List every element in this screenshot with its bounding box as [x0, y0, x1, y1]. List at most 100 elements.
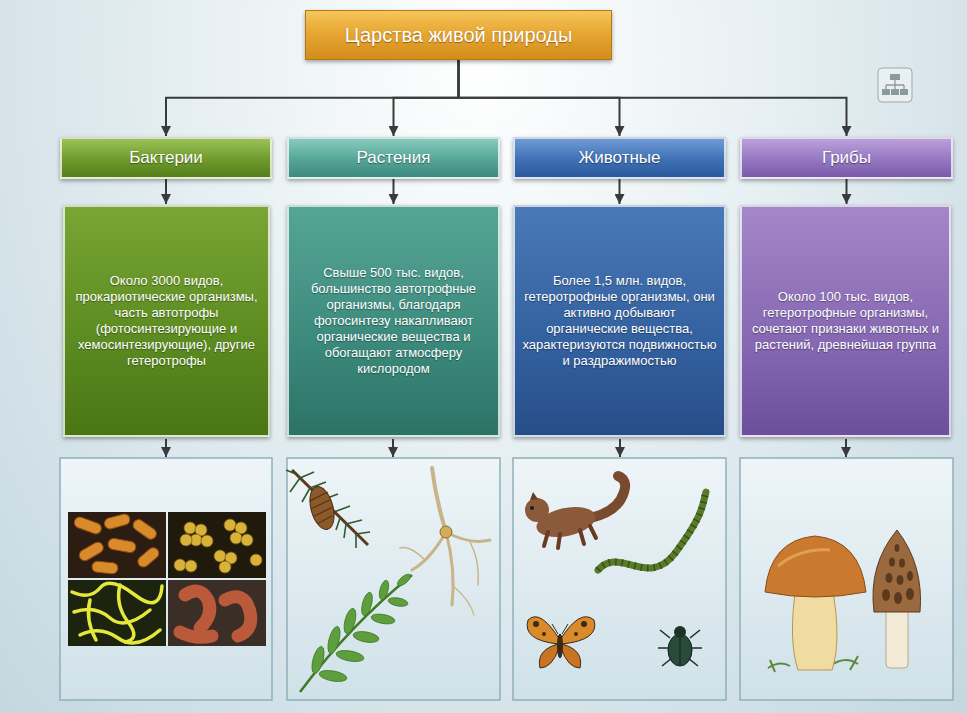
kingdom-description: Свыше 500 тыс. видов, большинство автотр… — [296, 265, 491, 376]
kingdom-description: Около 100 тыс. видов, гетеротрофные орга… — [749, 289, 942, 352]
bacteria-micrographs — [184, 522, 196, 534]
bacteria-micrographs — [219, 561, 231, 573]
picture-frame — [60, 458, 953, 700]
animal-drawings — [544, 526, 596, 548]
picture-frame — [287, 458, 500, 700]
connector-arrow — [393, 179, 395, 204]
bacteria-micrographs — [68, 512, 266, 646]
bacteria-micrographs — [201, 535, 213, 547]
title-text: Царства живой природы — [316, 24, 601, 47]
fungus-drawings — [882, 544, 914, 604]
animal-drawings — [530, 492, 538, 500]
animal-drawings — [533, 621, 539, 627]
animal-drawings — [574, 632, 578, 636]
plant-drawings — [400, 548, 425, 561]
bacteria-micrographs — [73, 516, 103, 536]
picture-arrow — [166, 439, 846, 457]
plant-drawings — [446, 532, 490, 541]
description-box: Около 100 тыс. видов, гетеротрофные орга… — [740, 205, 951, 437]
hierarchy-icon — [900, 89, 908, 95]
picture-arrow — [392, 439, 394, 457]
bacteria-micrographs — [68, 512, 166, 578]
plant-drawings — [440, 526, 452, 538]
bacteria-micrographs — [185, 560, 197, 572]
bacteria-micrographs — [225, 597, 251, 636]
bacteria-micrographs — [92, 561, 119, 574]
kingdom-name: Животные — [523, 148, 716, 168]
fungus-drawings — [886, 606, 908, 668]
fungus-drawings — [897, 575, 904, 585]
plant-drawings — [400, 468, 490, 615]
fungus-drawings — [765, 530, 921, 672]
animal-drawings — [525, 498, 549, 522]
description-box: Около 3000 видов, прокариотические орган… — [63, 205, 270, 437]
bacteria-micrographs — [180, 591, 251, 637]
fungus-drawings — [886, 573, 893, 583]
plant-drawings — [378, 579, 391, 600]
plant-drawings — [286, 470, 370, 548]
picture-arrow — [165, 439, 167, 457]
picture-frame — [740, 458, 953, 700]
fungus-drawings — [907, 571, 913, 581]
hierarchy-icon — [886, 80, 904, 89]
kingdom-header: Животные — [513, 137, 726, 179]
fungus-drawings — [873, 530, 921, 612]
bacteria-micrographs — [72, 583, 162, 643]
picture-arrow — [619, 439, 621, 457]
plant-drawings — [286, 470, 370, 548]
bacteria-micrographs — [74, 610, 150, 623]
kingdom-description: Около 3000 видов, прокариотические орган… — [72, 273, 261, 368]
description-box: Свыше 500 тыс. видов, большинство автотр… — [287, 205, 500, 437]
bacteria-micrographs — [185, 591, 210, 628]
plant-drawings — [335, 649, 364, 664]
animal-drawings — [674, 626, 686, 638]
fungus-drawings — [889, 558, 895, 567]
bacteria-micrographs — [168, 580, 266, 646]
bacteria-micrographs — [250, 554, 262, 566]
kingdom-name: Бактерии — [70, 148, 262, 168]
plant-drawings — [387, 596, 408, 607]
kingdom-header: Растения — [287, 137, 500, 179]
title-box: Царства живой природы — [305, 10, 612, 60]
connector-arrow — [619, 179, 621, 204]
connector-arrow — [166, 60, 459, 136]
kingdom-header: Грибы — [740, 137, 953, 179]
fungus-drawings — [895, 544, 900, 552]
plant-drawings — [342, 607, 358, 635]
plant-drawings — [286, 468, 490, 692]
fungus-drawings — [765, 536, 866, 597]
fungus-drawings — [882, 589, 890, 601]
plant-drawings — [432, 468, 446, 532]
bacteria-micrographs — [136, 545, 161, 569]
plant-drawings — [446, 532, 453, 605]
kingdom-header: Бактерии — [60, 137, 272, 179]
animal-drawings — [598, 492, 706, 570]
plant-drawings — [370, 612, 395, 625]
bacteria-micrographs — [214, 550, 226, 562]
animal-drawings — [680, 636, 681, 666]
hierarchy-icon — [891, 89, 899, 95]
kingdom-name: Растения — [297, 148, 490, 168]
connector-arrow — [165, 179, 167, 204]
fungus-drawings — [792, 586, 837, 670]
bacteria-micrographs — [174, 559, 186, 571]
hierarchy-icon — [878, 68, 912, 102]
plant-drawings — [470, 542, 478, 585]
picture-frame — [513, 458, 726, 700]
animal-drawings — [668, 634, 692, 666]
bacteria-micrographs — [241, 534, 253, 546]
bacteria-micrographs — [131, 517, 159, 541]
plant-drawings — [360, 591, 375, 617]
connector-arrow — [394, 60, 459, 136]
animal-drawings — [552, 624, 568, 634]
hierarchy-icon — [890, 74, 900, 80]
animal-drawings — [527, 617, 560, 644]
bacteria-micrographs — [103, 513, 131, 530]
bacteria-micrographs — [73, 513, 161, 574]
animal-drawings — [590, 476, 625, 518]
connector-layer — [166, 60, 847, 204]
animal-drawings — [560, 617, 595, 644]
plant-drawings — [300, 575, 412, 692]
picture-arrow — [845, 439, 847, 457]
plant-drawings — [310, 572, 413, 683]
